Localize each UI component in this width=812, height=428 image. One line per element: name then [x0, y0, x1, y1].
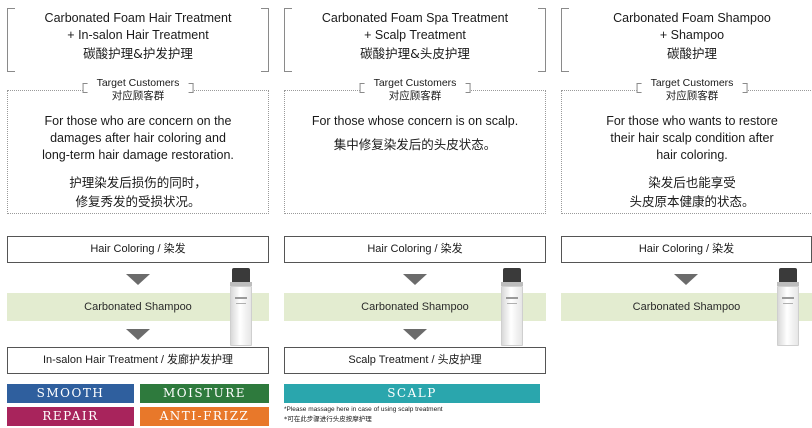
target-label-cn: 对应顾客群	[388, 90, 442, 102]
left-bracket	[82, 83, 88, 93]
left-bracket	[561, 8, 569, 72]
tile-smooth: SMOOTH	[7, 384, 134, 403]
left-bracket	[359, 83, 365, 93]
target-en-line-2: their hair scalp condition after	[610, 131, 774, 145]
treatment-column-spa: Carbonated Foam Spa Treatment + Scalp Tr…	[284, 0, 546, 428]
target-label-cn: 对应顾客群	[111, 90, 165, 102]
target-customers-label: Target Customers 对应顾客群	[359, 77, 471, 103]
target-customers-label: Target Customers 对应顾客群	[636, 77, 748, 103]
tile-moisture: MOISTURE	[140, 384, 269, 403]
tile-repair: REPAIR	[7, 407, 134, 426]
target-customers-box: Target Customers 对应顾客群 For those who are…	[7, 77, 269, 214]
target-label-en: Target Customers	[373, 77, 457, 89]
down-triangle-icon	[674, 274, 698, 285]
down-triangle-icon	[126, 329, 150, 340]
shampoo-bottle-icon	[501, 268, 523, 346]
right-bracket	[465, 83, 471, 93]
target-label-cn: 对应顾客群	[665, 90, 719, 102]
target-cn-line-1: 护理染发后损伤的同时，	[69, 175, 207, 190]
target-customers-label: Target Customers 对应顾客群	[82, 77, 194, 103]
scalp-massage-note-en: *Please massage here in case of using sc…	[284, 406, 443, 413]
right-bracket	[538, 8, 546, 72]
target-customers-box: Target Customers 对应顾客群 For those whose c…	[284, 77, 546, 214]
left-bracket	[284, 8, 292, 72]
scalp-massage-note-cn: *可在此步骤进行头皮按摩护理	[284, 415, 372, 423]
target-en-line-3: long-term hair damage restoration.	[42, 148, 234, 162]
title-line-1: Carbonated Foam Spa Treatment	[321, 11, 509, 25]
title-line-1: Carbonated Foam Hair Treatment	[44, 11, 232, 25]
left-bracket	[636, 83, 642, 93]
title-line-1: Carbonated Foam Shampoo	[613, 11, 771, 25]
target-description-en: For those whose concern is on scalp.	[291, 113, 539, 130]
title-chinese: 碳酸护理&头皮护理	[360, 46, 470, 61]
tile-anti-frizz: ANTI-FRIZZ	[140, 407, 269, 426]
target-cn-line-1: 集中修复染发后的头皮状态。	[333, 137, 497, 152]
title-line-2: + Shampoo	[659, 28, 725, 42]
title-chinese: 碳酸护理	[666, 46, 717, 61]
step-carbonated-shampoo: Carbonated Shampoo	[561, 293, 812, 321]
step-hair-coloring: Hair Coloring / 染发	[7, 236, 269, 263]
target-en-line-1: For those whose concern is on scalp.	[311, 114, 519, 128]
target-customers-box: Target Customers 对应顾客群 For those who wan…	[561, 77, 812, 214]
down-triangle-icon	[403, 329, 427, 340]
target-en-line-1: For those who are concern on the	[44, 114, 232, 128]
down-triangle-icon	[403, 274, 427, 285]
title-box: Carbonated Foam Spa Treatment + Scalp Tr…	[284, 8, 546, 72]
target-cn-line-1: 染发后也能享受	[648, 175, 736, 190]
target-cn-line-2: 修复秀发的受损状况。	[75, 194, 201, 209]
target-en-line-1: For those who wants to restore	[606, 114, 778, 128]
target-description-en: For those who are concern on the damages…	[14, 113, 262, 164]
right-bracket	[742, 83, 748, 93]
target-en-line-2: damages after hair coloring and	[50, 131, 226, 145]
target-cn-line-2: 头皮原本健康的状态。	[629, 194, 755, 209]
right-bracket	[261, 8, 269, 72]
step-hair-coloring: Hair Coloring / 染发	[284, 236, 546, 263]
title-box: Carbonated Foam Shampoo + Shampoo 碳酸护理	[561, 8, 812, 72]
title-line-2: + Scalp Treatment	[364, 28, 466, 42]
target-description-cn: 染发后也能享受 头皮原本健康的状态。	[568, 173, 812, 211]
target-label-en: Target Customers	[650, 77, 734, 89]
target-description-en: For those who wants to restore their hai…	[568, 113, 812, 164]
treatment-title: Carbonated Foam Shampoo + Shampoo 碳酸护理	[571, 10, 812, 63]
left-bracket	[7, 8, 15, 72]
treatment-title: Carbonated Foam Hair Treatment + In-salo…	[17, 10, 259, 63]
down-triangle-icon	[126, 274, 150, 285]
target-en-line-3: hair coloring.	[656, 148, 728, 162]
shampoo-bottle-icon	[230, 268, 252, 346]
step-carbonated-shampoo: Carbonated Shampoo	[7, 293, 269, 321]
treatment-column-hair: Carbonated Foam Hair Treatment + In-salo…	[7, 0, 269, 428]
right-bracket	[188, 83, 194, 93]
step-in-salon-treatment: In-salon Hair Treatment / 发廊护发护理	[7, 347, 269, 374]
shampoo-bottle-icon	[777, 268, 799, 346]
target-label-en: Target Customers	[96, 77, 180, 89]
treatment-title: Carbonated Foam Spa Treatment + Scalp Tr…	[294, 10, 536, 63]
title-line-2: + In-salon Hair Treatment	[67, 28, 209, 42]
step-hair-coloring: Hair Coloring / 染发	[561, 236, 812, 263]
treatment-column-shampoo: Carbonated Foam Shampoo + Shampoo 碳酸护理 T…	[561, 0, 812, 428]
title-box: Carbonated Foam Hair Treatment + In-salo…	[7, 8, 269, 72]
title-chinese: 碳酸护理&护发护理	[83, 46, 193, 61]
tile-scalp: SCALP	[284, 384, 540, 403]
step-scalp-treatment: Scalp Treatment / 头皮护理	[284, 347, 546, 374]
target-description-cn: 集中修复染发后的头皮状态。	[291, 135, 539, 154]
target-description-cn: 护理染发后损伤的同时， 修复秀发的受损状况。	[14, 173, 262, 211]
